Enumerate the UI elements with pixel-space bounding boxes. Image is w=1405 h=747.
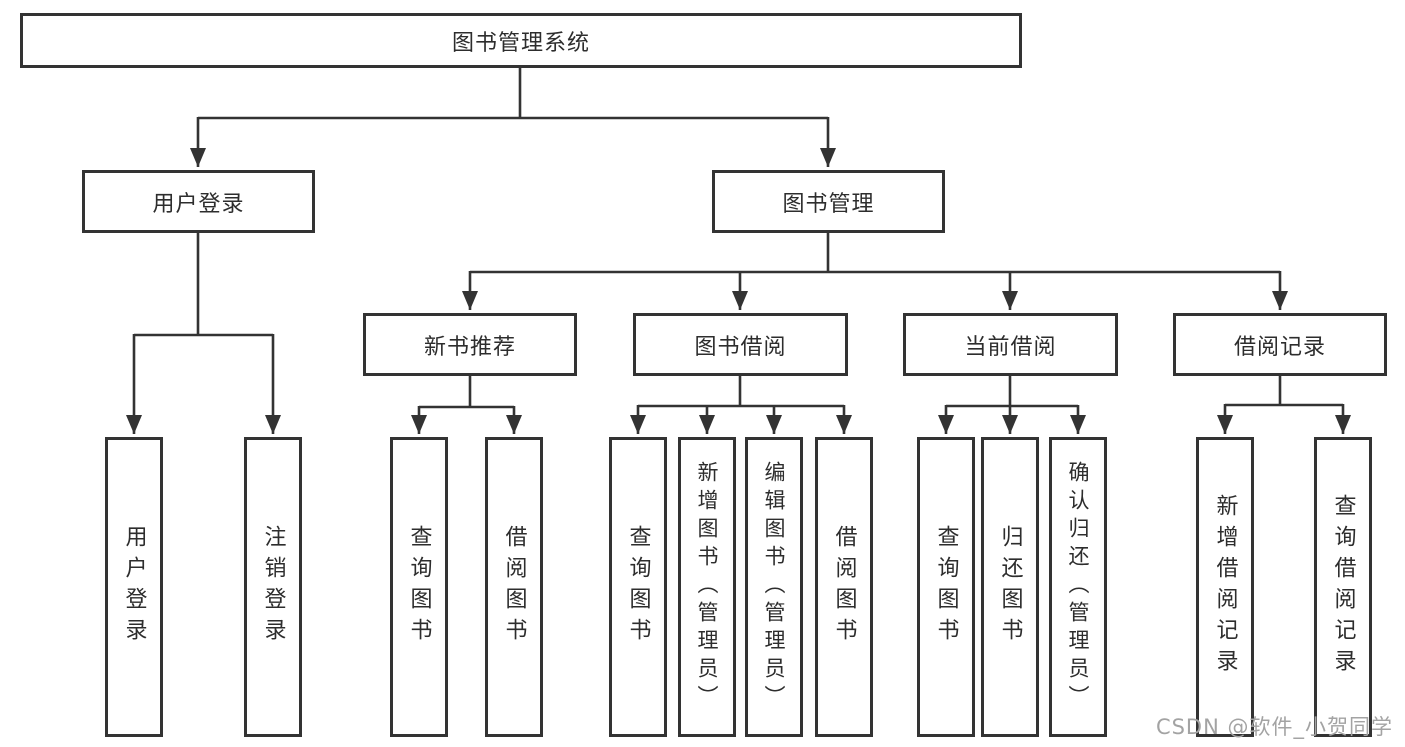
leaf-edit-books-admin: 编辑图书（管理员） xyxy=(745,437,803,737)
node-book-borrow: 图书借阅 xyxy=(633,313,848,376)
node-book-management-label: 图书管理 xyxy=(782,191,875,217)
leaf-add-books-admin: 新增图书（管理员） xyxy=(678,437,736,737)
leaf-add-books-admin-label: 新增图书（管理员） xyxy=(695,461,720,713)
node-book-borrow-label: 图书借阅 xyxy=(694,334,787,360)
node-root-label: 图书管理系统 xyxy=(451,30,590,56)
leaf-query-borrow-record-label: 查询借阅记录 xyxy=(1330,494,1356,680)
leaf-query-borrow-record: 查询借阅记录 xyxy=(1314,437,1372,737)
node-root: 图书管理系统 xyxy=(20,13,1022,68)
leaf-edit-books-admin-label: 编辑图书（管理员） xyxy=(762,461,787,713)
leaf-return-books: 归还图书 xyxy=(981,437,1039,737)
node-user-login: 用户登录 xyxy=(82,170,315,233)
node-user-login-label: 用户登录 xyxy=(152,191,245,217)
leaf-confirm-return-admin-label: 确认归还（管理员） xyxy=(1066,461,1091,713)
leaf-user-login: 用户登录 xyxy=(105,437,163,737)
node-book-management: 图书管理 xyxy=(712,170,945,233)
leaf-query-books-recommend-label: 查询图书 xyxy=(406,525,432,649)
leaf-query-books-borrow-label: 查询图书 xyxy=(625,525,651,649)
node-new-book-recommend-label: 新书推荐 xyxy=(423,334,516,360)
leaf-return-books-label: 归还图书 xyxy=(997,525,1023,649)
leaf-borrow-books-recommend-label: 借阅图书 xyxy=(501,525,527,649)
leaf-borrow-books: 借阅图书 xyxy=(815,437,873,737)
leaf-confirm-return-admin: 确认归还（管理员） xyxy=(1049,437,1107,737)
leaf-user-login-label: 用户登录 xyxy=(121,525,147,649)
leaf-borrow-books-label: 借阅图书 xyxy=(831,525,857,649)
node-new-book-recommend: 新书推荐 xyxy=(363,313,577,376)
node-borrow-records-label: 借阅记录 xyxy=(1233,334,1326,360)
node-borrow-records: 借阅记录 xyxy=(1173,313,1387,376)
leaf-query-books-borrow: 查询图书 xyxy=(609,437,667,737)
leaf-add-borrow-record-label: 新增借阅记录 xyxy=(1212,494,1238,680)
node-current-borrow-label: 当前借阅 xyxy=(964,334,1057,360)
leaf-query-books-current: 查询图书 xyxy=(917,437,975,737)
leaf-logout-label: 注销登录 xyxy=(260,525,286,649)
node-current-borrow: 当前借阅 xyxy=(903,313,1118,376)
leaf-add-borrow-record: 新增借阅记录 xyxy=(1196,437,1254,737)
csdn-watermark: CSDN @软件_小贺同学 xyxy=(1155,715,1393,739)
leaf-query-books-current-label: 查询图书 xyxy=(933,525,959,649)
leaf-query-books-recommend: 查询图书 xyxy=(390,437,448,737)
leaf-logout: 注销登录 xyxy=(244,437,302,737)
leaf-borrow-books-recommend: 借阅图书 xyxy=(485,437,543,737)
